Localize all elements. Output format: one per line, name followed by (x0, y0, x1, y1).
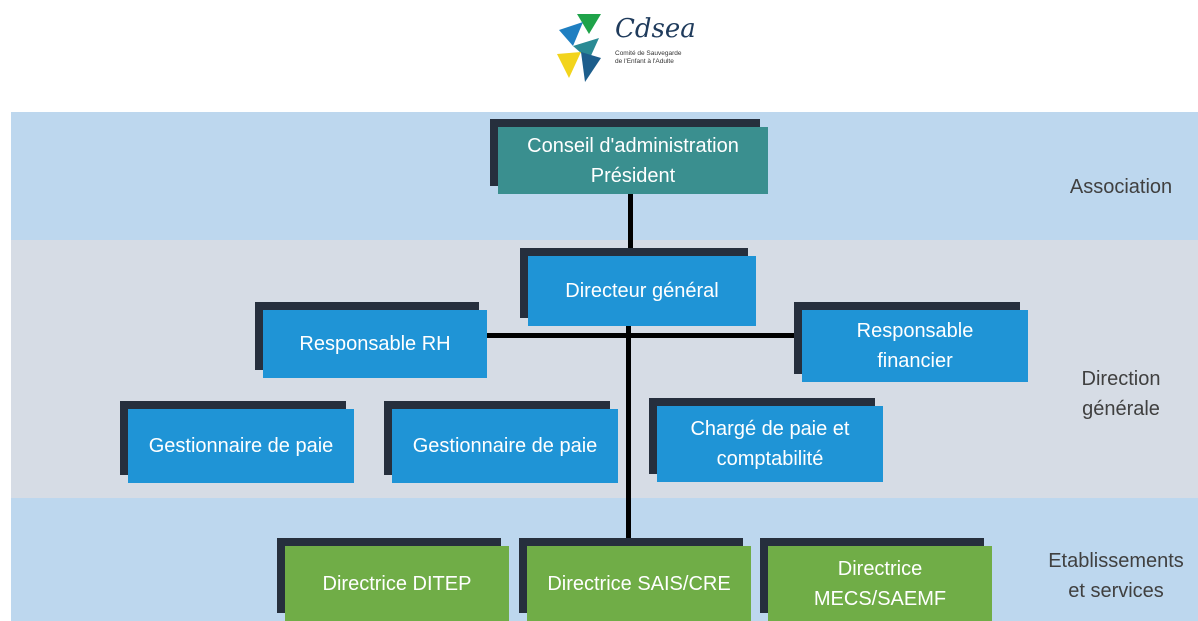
node-directeur-general-label: Directeur général (528, 256, 756, 326)
cdsea-logo: Cdsea Comité de Sauvegarde de l'Enfant à… (555, 12, 715, 84)
node-gestionnaire-paie-1: Gestionnaire de paie (120, 401, 354, 483)
logo-mark-icon (557, 14, 601, 82)
logo-wordmark: Cdsea (615, 14, 696, 44)
node-directrice-sais: Directrice SAIS/CRE (519, 538, 751, 621)
band-label-direction: Direction générale (1081, 368, 1161, 420)
node-charge-paie: Chargé de paie et comptabilité (649, 398, 883, 482)
node-gestionnaire-paie-2: Gestionnaire de paie (384, 401, 618, 483)
node-conseil: Conseil d'administration Président (490, 119, 768, 194)
node-gestionnaire-paie-1-label: Gestionnaire de paie (128, 409, 354, 483)
connector-horizontal (482, 333, 802, 338)
connector-trunk (626, 318, 631, 543)
node-directrice-mecs: Directrice MECS/SAEMF (760, 538, 992, 621)
connector-conseil-directeur (628, 194, 633, 256)
node-responsable-rh-label: Responsable RH (263, 310, 487, 378)
node-directrice-sais-label: Directrice SAIS/CRE (527, 546, 751, 621)
node-responsable-financier: Responsable financier (794, 302, 1028, 382)
node-responsable-rh: Responsable RH (255, 302, 487, 378)
node-charge-paie-label: Chargé de paie et comptabilité (657, 406, 883, 482)
band-label-etablissements: Etablissements et services (1048, 550, 1184, 602)
node-directrice-mecs-label: Directrice MECS/SAEMF (768, 546, 992, 621)
node-responsable-financier-label: Responsable financier (802, 310, 1028, 382)
node-conseil-label: Conseil d'administration Président (498, 127, 768, 194)
node-directrice-ditep-label: Directrice DITEP (285, 546, 509, 621)
node-gestionnaire-paie-2-label: Gestionnaire de paie (392, 409, 618, 483)
node-directeur-general: Directeur général (520, 248, 756, 326)
band-label-association: Association (1069, 176, 1173, 198)
node-directrice-ditep: Directrice DITEP (277, 538, 509, 621)
logo-subtitle: Comité de Sauvegarde de l'Enfant à l'Adu… (615, 50, 682, 65)
